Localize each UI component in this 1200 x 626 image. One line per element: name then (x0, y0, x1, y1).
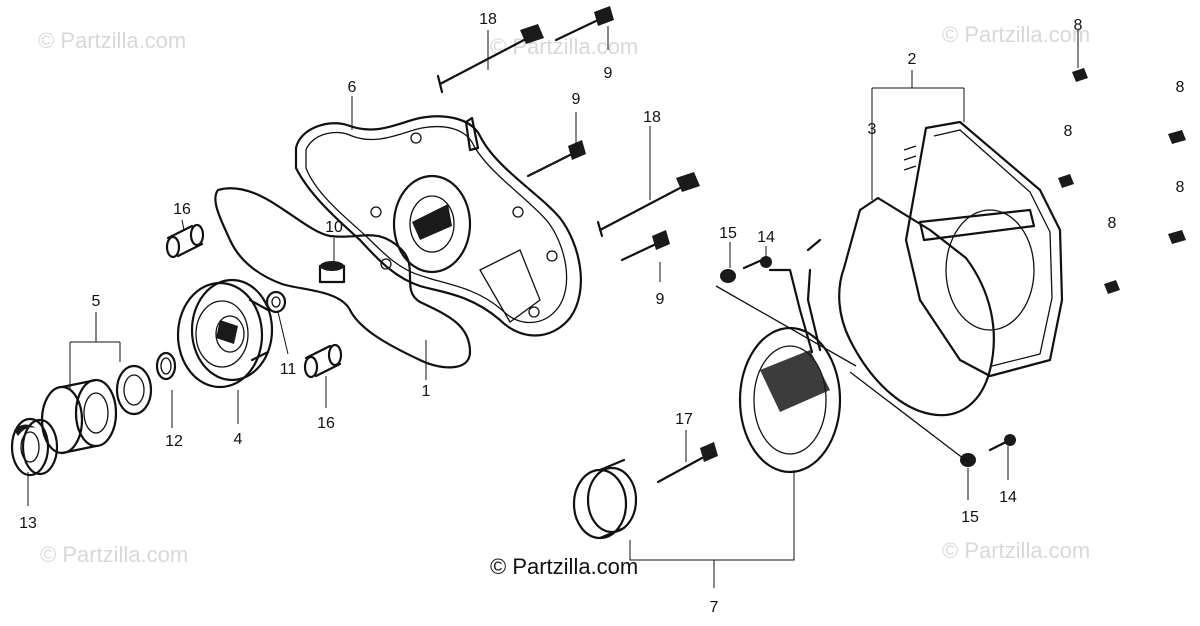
callout-12: 12 (165, 433, 183, 450)
callout-6: 6 (348, 79, 357, 96)
part-7-stator (572, 238, 842, 540)
callout-1: 1 (422, 383, 431, 400)
part-17-bolt (656, 442, 718, 484)
callout-14: 14 (757, 229, 775, 246)
part-9-bolts (526, 6, 670, 262)
watermark: © Partzilla.com (942, 538, 1091, 563)
callout-14: 14 (999, 489, 1017, 506)
leader-lines (27, 26, 1079, 588)
callout-13: 13 (19, 515, 37, 532)
copyright-notice: © Partzilla.com (490, 554, 639, 579)
part-3-gasket (838, 196, 995, 417)
callout-8: 8 (1176, 79, 1185, 96)
watermark: © Partzilla.com (490, 34, 639, 59)
callout-7: 7 (710, 599, 719, 616)
callout-9: 9 (656, 291, 665, 308)
callout-4: 4 (234, 431, 243, 448)
part-10-plug (318, 261, 346, 284)
part-2-cover (903, 120, 1064, 378)
part-16-dowel-pins (165, 223, 343, 379)
callout-8: 8 (1108, 215, 1117, 232)
part-13-oil-seal (10, 417, 59, 477)
part-1-gasket (214, 187, 472, 369)
callout-10: 10 (325, 219, 343, 236)
watermark: © Partzilla.com (942, 22, 1091, 47)
parts-14-15-screws-washers (715, 256, 1016, 467)
callout-11: 11 (280, 361, 297, 378)
part-11-washer (265, 290, 287, 314)
watermark: © Partzilla.com (38, 28, 187, 53)
callout-labels: 1 2 3 4 5 6 7 8 8 8 8 8 9 9 9 10 11 12 1… (19, 11, 1184, 616)
part-4-impeller (176, 278, 274, 389)
part-6-pump-cover (294, 115, 582, 337)
callout-8: 8 (1064, 123, 1073, 140)
callout-3: 3 (868, 121, 877, 138)
part-18-long-bolts (436, 24, 700, 238)
callout-2: 2 (908, 51, 917, 68)
callout-5: 5 (92, 293, 101, 310)
callout-15: 15 (719, 225, 737, 242)
callout-8: 8 (1074, 17, 1083, 34)
callout-17: 17 (675, 411, 693, 428)
part-5-mechanical-seal (40, 351, 177, 455)
callout-18: 18 (479, 11, 497, 28)
callout-18: 18 (643, 109, 661, 126)
callout-16: 16 (317, 415, 335, 432)
callout-15: 15 (961, 509, 979, 526)
callout-9: 9 (572, 91, 581, 108)
callout-16: 16 (173, 201, 191, 218)
callout-9: 9 (604, 65, 613, 82)
part-8-small-bolts (1058, 68, 1186, 294)
watermark: © Partzilla.com (40, 542, 189, 567)
callout-8: 8 (1176, 179, 1185, 196)
